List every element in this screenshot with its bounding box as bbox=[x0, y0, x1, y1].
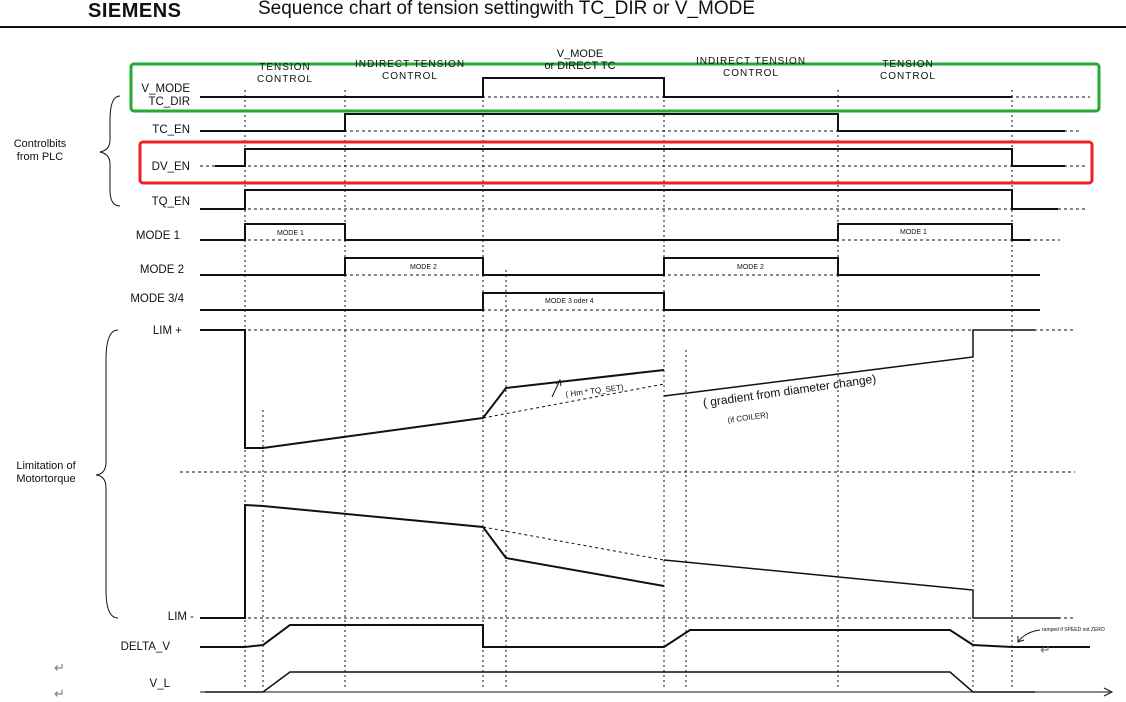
red-highlight-box bbox=[138, 140, 1094, 185]
lim-plus-trace bbox=[200, 329, 665, 449]
page-title: Sequence chart of tension settingwith TC… bbox=[258, 0, 756, 19]
mode34-trace bbox=[200, 292, 1040, 311]
signal-label-mode1: MODE 1 bbox=[135, 230, 180, 242]
signal-label-mode34: MODE 3/4 bbox=[130, 293, 184, 305]
lim-minus-dashed bbox=[482, 526, 665, 561]
torque-brace bbox=[95, 329, 119, 619]
v-mode-trace bbox=[200, 77, 1012, 98]
signal-label-lim-plus: LIM + bbox=[152, 325, 182, 337]
dv-en-trace bbox=[215, 148, 1065, 167]
siemens-logo: SIEMENS bbox=[88, 0, 182, 22]
pulse-label-mode1-b: MODE 1 bbox=[900, 229, 927, 236]
lim-minus-trace bbox=[200, 503, 665, 619]
lim-plus-dashed bbox=[482, 383, 665, 419]
v-l-trace bbox=[205, 671, 1035, 693]
signal-label-delta-v: DELTA_V bbox=[120, 641, 170, 653]
header-rule bbox=[0, 26, 1126, 28]
signal-baselines bbox=[180, 96, 1090, 619]
mode1-trace bbox=[200, 223, 1030, 241]
pulse-label-mode34: MODE 3 oder 4 bbox=[545, 298, 594, 305]
signal-label-v-mode: V_MODE bbox=[141, 83, 190, 95]
pulse-label-mode1-a: MODE 1 bbox=[277, 230, 304, 237]
pulse-label-mode2-a: MODE 2 bbox=[410, 264, 437, 271]
time-arrow-icon bbox=[1103, 687, 1114, 697]
return-mark-3: ↵ bbox=[1040, 642, 1051, 657]
signal-label-v-l: V_L bbox=[149, 678, 170, 690]
signal-label-mode2: MODE 2 bbox=[139, 264, 184, 276]
signal-label-lim-minus: LIM - bbox=[167, 611, 194, 623]
signal-label-tq-en: TQ_EN bbox=[151, 196, 190, 208]
signal-label-tc-en: TC_EN bbox=[152, 124, 190, 136]
ramp-pointer bbox=[1017, 629, 1041, 643]
lim-plus-trace-b bbox=[663, 329, 1035, 397]
annotation-ramp: ramped if SPEED not ZERO bbox=[1042, 627, 1105, 633]
return-mark-2: ↵ bbox=[54, 686, 65, 701]
delta-v-trace bbox=[200, 624, 1090, 648]
tq-en-trace bbox=[200, 189, 1058, 210]
tc-en-trace bbox=[200, 113, 1065, 132]
mode2-trace bbox=[200, 257, 1040, 276]
hint-arrow-icon bbox=[555, 378, 562, 387]
return-mark-1: ↵ bbox=[54, 660, 65, 675]
green-highlight-box bbox=[129, 62, 1101, 113]
lim-minus-trace-b bbox=[663, 559, 1060, 619]
signal-label-tc-dir: TC_DIR bbox=[148, 96, 190, 108]
signal-label-dv-en: DV_EN bbox=[151, 161, 190, 173]
pulse-label-mode2-b: MODE 2 bbox=[737, 264, 764, 271]
phase-markers bbox=[244, 90, 1013, 690]
plc-brace bbox=[99, 95, 121, 207]
hint-pointer bbox=[551, 379, 561, 398]
ramp-arrow-icon bbox=[1017, 636, 1025, 643]
